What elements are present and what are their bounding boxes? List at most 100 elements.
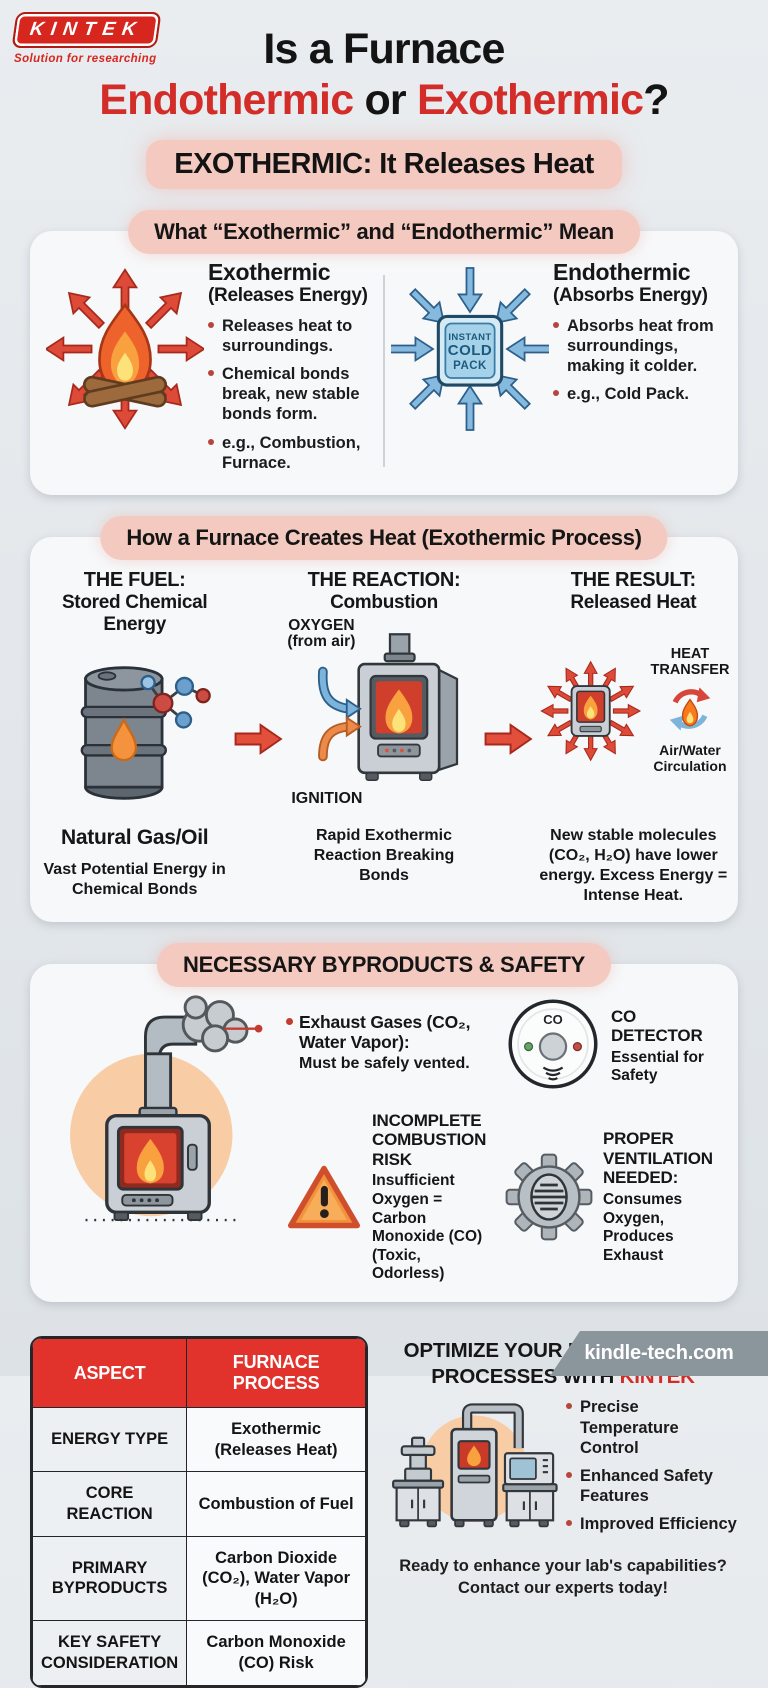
cold-pack-label: INSTANT COLD PACK [447, 332, 493, 373]
ventilation-description: Consumes Oxygen, Produces Exhaust [602, 1191, 683, 1264]
result-title: THE RESULT: [570, 568, 697, 591]
vented-furnace-icon [70, 995, 263, 1222]
table-cell-value: Combustion of Fuel [186, 1471, 366, 1537]
title-exothermic: Exothermic [417, 75, 644, 124]
vertical-divider [383, 275, 385, 467]
oxygen-label: OXYGEN [288, 616, 355, 634]
vented-furnace-illustration [52, 990, 270, 1284]
ventilation-gear-icon [505, 1153, 593, 1241]
result-description: New stable molecules (CO₂, H₂O) have low… [539, 826, 728, 904]
endothermic-bullet: e.g., Cold Pack. [553, 384, 722, 404]
co-detector-icon-label: CO [543, 1011, 563, 1027]
co-detector-block: CO CO DETECTOR Essential for Safety [505, 996, 716, 1097]
co-detector-title: CO DETECTOR [610, 1006, 703, 1046]
incomplete-combustion-description: Insufficient Oxygen = Carbon Monoxide (C… [372, 1172, 483, 1283]
section-process: How a Furnace Creates Heat (Exothermic P… [30, 515, 738, 922]
cold-pack-icon: INSTANT COLD PACK [387, 261, 553, 437]
footer-url: kindle-tech.com [584, 1342, 734, 1364]
title-line-2: Endothermic or Exothermic? [0, 75, 768, 126]
title-question-mark: ? [643, 75, 669, 124]
section-meaning-heading: What “Exothermic” and “Endothermic” Mean [128, 210, 640, 255]
exothermic-bullets: Releases heat to surroundings. Chemical … [208, 316, 377, 473]
safety-card: Exhaust Gases (CO₂, Water Vapor): Must b… [30, 963, 738, 1302]
fuel-title: THE FUEL: [83, 568, 186, 591]
bottom-row: ASPECT FURNACE PROCESS ENERGY TYPE Exoth… [30, 1336, 738, 1688]
reaction-title: THE REACTION: [307, 568, 461, 591]
result-side-labels: HEAT TRANSFER Air/Water Circulation [648, 647, 732, 774]
endothermic-bullet: Absorbs heat from surroundings, making i… [553, 316, 722, 376]
process-card: THE FUEL: Stored Chemical Energy [30, 536, 738, 922]
heat-transfer-label: HEAT TRANSFER [650, 646, 730, 679]
exothermic-bullet: e.g., Combustion, Furnace. [208, 433, 377, 473]
promo-bullets: Precise Temperature Control Enhanced Saf… [560, 1397, 738, 1542]
combustion-furnace-icon [318, 632, 459, 781]
title-endothermic: Endothermic [99, 75, 354, 124]
reaction-column: THE REACTION: Combustion OXYGEN (from ai… [285, 569, 482, 906]
exhaust-gases-description: Must be safely vented. [299, 1055, 470, 1073]
footer-ribbon: kindle-tech.com [550, 1331, 768, 1376]
table-row: KEY SAFETY CONSIDERATION Carbon Monoxide… [32, 1620, 366, 1686]
exothermic-bullet: Releases heat to surroundings. [208, 316, 377, 356]
endothermic-subtitle: (Absorbs Energy) [553, 284, 708, 306]
endothermic-half: INSTANT COLD PACK Endothermic (Absorbs E… [387, 261, 726, 480]
section-process-heading: How a Furnace Creates Heat (Exothermic P… [100, 515, 668, 560]
comparison-table: ASPECT FURNACE PROCESS ENERGY TYPE Exoth… [30, 1336, 368, 1688]
ventilation-block: PROPER VENTILATION NEEDED: Consumes Oxyg… [505, 1111, 716, 1284]
circulation-icon [669, 687, 711, 731]
radiating-heat-furnace-icon [539, 660, 641, 762]
table-header-furnace-process: FURNACE PROCESS [186, 1338, 366, 1408]
endothermic-text: Endothermic (Absorbs Energy) Absorbs hea… [553, 261, 726, 412]
ignition-label: IGNITION [291, 790, 363, 807]
table-row: CORE REACTION Combustion of Fuel [32, 1471, 366, 1537]
exothermic-text: Exothermic (Releases Energy) Releases he… [208, 261, 381, 480]
co-detector-description: Essential for Safety [610, 1048, 704, 1085]
table-cell-aspect: ENERGY TYPE [32, 1406, 188, 1473]
exothermic-bullet: Chemical bonds break, new stable bonds f… [208, 364, 377, 424]
ventilation-title: PROPER VENTILATION NEEDED: [602, 1129, 713, 1188]
exothermic-half: Exothermic (Releases Energy) Releases he… [42, 261, 381, 480]
promo-cta-line2: Contact our experts today! [458, 1578, 668, 1597]
kintek-logo: KINTEK Solution for researching [11, 12, 162, 65]
table-cell-value: Exothermic (Releases Heat) [186, 1406, 366, 1473]
reaction-subtitle: Combustion [330, 591, 438, 613]
lab-equipment-illustration [388, 1397, 560, 1542]
oxygen-note: OXYGEN (from air) [287, 616, 355, 651]
endothermic-bullets: Absorbs heat from surroundings, making i… [553, 316, 722, 405]
pack-line-cold: COLD [447, 342, 493, 360]
fuel-description: Vast Potential Energy in Chemical Bonds [43, 860, 226, 898]
arrow-reaction-to-result [483, 719, 535, 906]
title-or: or [353, 75, 418, 124]
promo-bullet: Improved Efficiency [566, 1514, 738, 1534]
result-subtitle: Released Heat [570, 591, 697, 613]
page-title: Is a Furnace Endothermic or Exothermic? [0, 0, 768, 125]
co-detector-svg [508, 999, 598, 1089]
reaction-description: Rapid Exothermic Reaction Breaking Bonds [313, 826, 455, 884]
cold-pack-arrows-icon [391, 267, 549, 432]
promo-bullet: Enhanced Safety Features [566, 1466, 738, 1506]
oil-barrel-icon [80, 666, 211, 800]
section-safety-heading: NECESSARY BYPRODUCTS & SAFETY [156, 942, 612, 987]
table-cell-aspect: CORE REACTION [32, 1471, 188, 1537]
fuel-column: THE FUEL: Stored Chemical Energy [36, 569, 233, 906]
table-cell-aspect: PRIMARY BYPRODUCTS [32, 1535, 188, 1622]
warning-triangle-icon [287, 1166, 361, 1229]
exothermic-subtitle: (Releases Energy) [208, 284, 368, 306]
table-cell-aspect: KEY SAFETY CONSIDERATION [32, 1620, 188, 1686]
circulation-label: Air/Water Circulation [653, 742, 727, 774]
lab-equipment-icon [392, 1403, 558, 1528]
promo-block: OPTIMIZE YOUR LAB'S HEATING PROCESSES WI… [388, 1336, 738, 1688]
fuel-subtitle: Stored Chemical Energy [61, 591, 208, 635]
result-illustration: HEAT TRANSFER Air/Water Circulation [535, 622, 732, 800]
incomplete-combustion-title: INCOMPLETE COMBUSTION RISK [372, 1110, 487, 1169]
fuel-illustration [36, 644, 233, 822]
pack-line-pack: PACK [453, 360, 487, 373]
reaction-illustration: OXYGEN (from air) IGNITION [285, 617, 482, 807]
brand-tagline: Solution for researching [14, 53, 157, 65]
section-safety: NECESSARY BYPRODUCTS & SAFETY [30, 942, 738, 1302]
meaning-card: Exothermic (Releases Energy) Releases he… [30, 231, 738, 495]
co-detector-icon: CO [505, 996, 601, 1097]
table-row: ENERGY TYPE Exothermic (Releases Heat) [32, 1406, 366, 1473]
promo-content: Precise Temperature Control Enhanced Saf… [388, 1397, 738, 1542]
promo-cta: Ready to enhance your lab's capabilities… [388, 1556, 738, 1599]
